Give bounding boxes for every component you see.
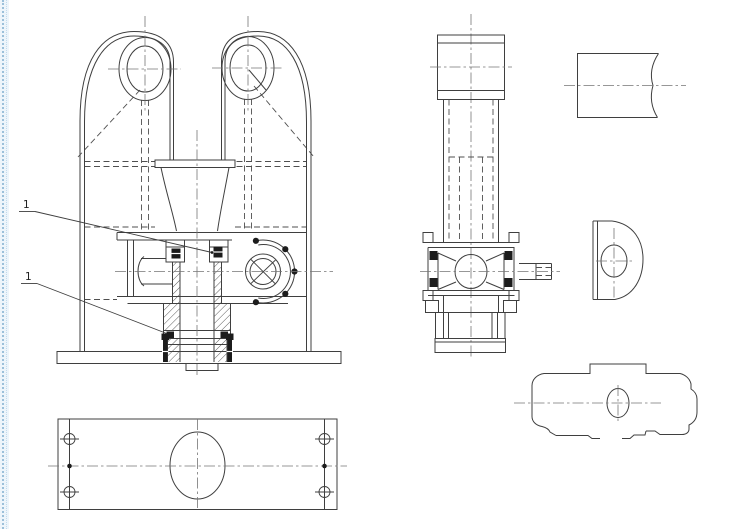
edge-dot-line: [2, 0, 4, 529]
edge-dot-line-2: [6, 0, 7, 529]
housing-outline-view: [514, 363, 698, 439]
callouts: 1 1: [19, 199, 214, 336]
dowel-point: [322, 463, 327, 469]
base-stub: [185, 363, 219, 371]
shaft-fragment-view: [564, 53, 686, 118]
sling-line-left: [77, 89, 141, 158]
pedestal-base: [434, 338, 506, 353]
output-flange: [245, 237, 298, 306]
bolt-hole: [315, 482, 334, 502]
page-edge-strip: [0, 0, 9, 529]
callout-label-lower: 1: [25, 271, 32, 283]
leader-line-upper: [34, 211, 213, 253]
anchor-bolt-right: [226, 333, 234, 362]
funnel-top-plate: [154, 159, 236, 168]
front-assembly-view: [56, 16, 342, 376]
bearing-cap-upper-left: [165, 239, 185, 263]
flange-bolt: [252, 237, 259, 244]
bolt-hole: [60, 429, 79, 449]
flange-bolt: [252, 299, 259, 306]
leader-line-lower: [36, 283, 169, 335]
callout-label-upper: 1: [23, 199, 30, 211]
bearing-cap-upper-right: [209, 239, 229, 263]
lifting-eye-right: [212, 16, 284, 112]
d-plate-view: [592, 220, 644, 300]
base-plate-top-view: [48, 418, 347, 510]
bolt-hole: [315, 429, 334, 449]
flange-bolt: [282, 246, 289, 253]
anchor-bolt-left: [161, 333, 169, 362]
sling-line-right: [253, 85, 315, 158]
flange-bolt: [282, 290, 289, 297]
base-plate-front: [56, 351, 342, 364]
dowel-point: [67, 463, 72, 469]
bolt-hole: [60, 482, 79, 502]
side-assembly-view: [420, 14, 560, 358]
lifting-eye-left: [108, 16, 181, 112]
